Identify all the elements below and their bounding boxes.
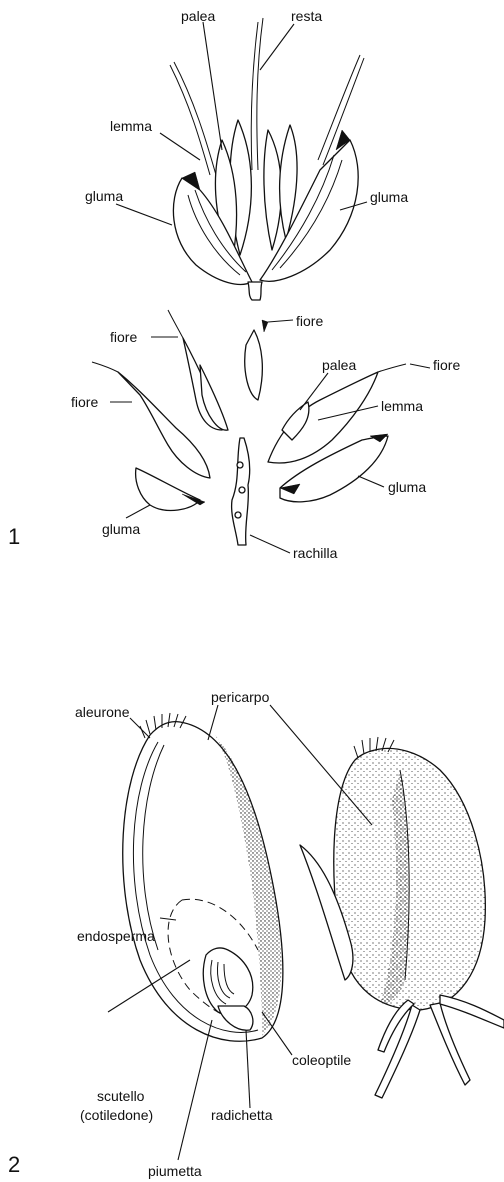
label-aleurone: aleurone — [75, 704, 130, 720]
label-gluma-left-bottom: gluma — [102, 521, 140, 537]
label-radichetta: radichetta — [211, 1107, 273, 1123]
label-resta: resta — [291, 8, 322, 24]
label-coleoptile: coleoptile — [292, 1052, 351, 1068]
figure-2-grain: pericarpo aleurone endosperma coleoptile… — [8, 689, 504, 1179]
figure-1-spikelet: palea resta lemma gluma gluma fiore fior… — [8, 8, 460, 561]
label-rachilla: rachilla — [293, 545, 338, 561]
label-lemma-top: lemma — [110, 118, 152, 134]
label-palea-top: palea — [181, 8, 215, 24]
label-gluma-left-top: gluma — [85, 188, 123, 204]
label-gluma-right-top: gluma — [370, 189, 408, 205]
label-fiore-left-lower: fiore — [71, 394, 98, 410]
figure-number-1: 1 — [8, 524, 20, 549]
figure-number-2: 2 — [8, 1152, 20, 1177]
label-fiore-left-upper: fiore — [110, 329, 137, 345]
label-fiore-top: fiore — [296, 313, 323, 329]
label-piumetta: piumetta — [148, 1163, 202, 1179]
label-palea-mid: palea — [322, 357, 356, 373]
label-cotiledone: (cotiledone) — [80, 1107, 153, 1123]
label-endosperma: endosperma — [77, 928, 155, 944]
label-pericarpo: pericarpo — [211, 689, 270, 705]
label-fiore-right: fiore — [433, 357, 460, 373]
label-scutello: scutello — [97, 1088, 145, 1104]
label-lemma-mid: lemma — [381, 398, 423, 414]
label-gluma-right-bottom: gluma — [388, 479, 426, 495]
